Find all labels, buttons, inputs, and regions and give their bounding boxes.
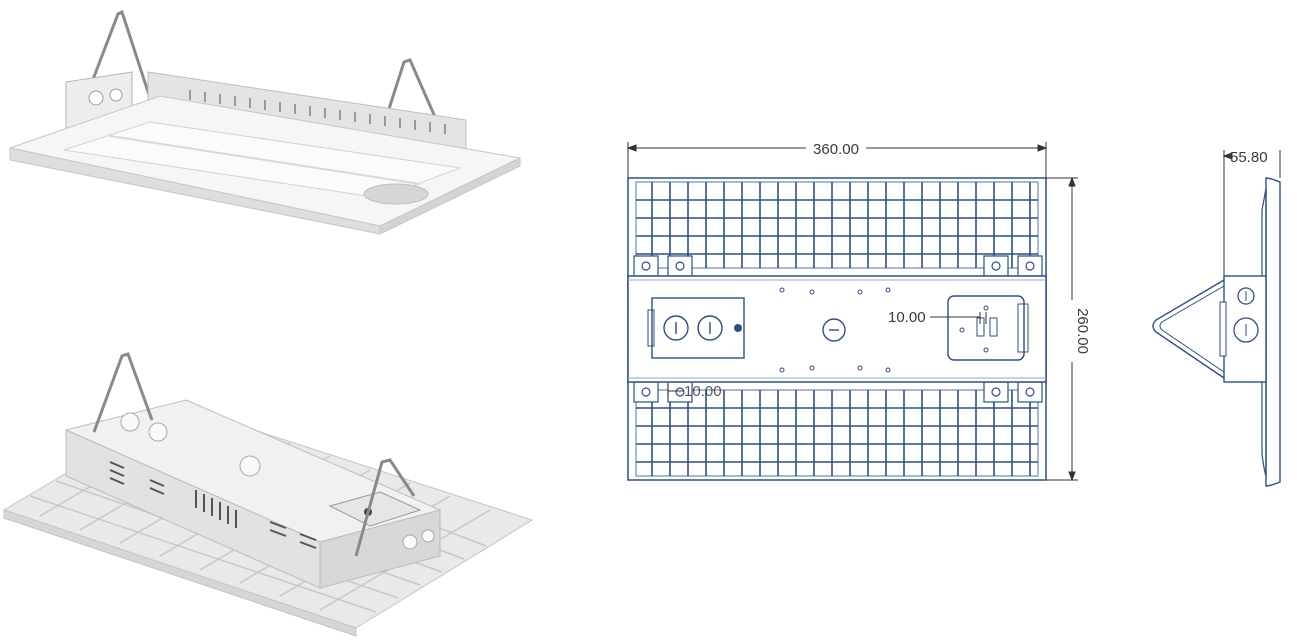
lens-profile	[1265, 177, 1281, 487]
dimension-height	[1046, 176, 1078, 482]
front-view-drawing: 360.00 260.00 10.00 10.00	[626, 141, 1091, 482]
dimension-depth	[1222, 150, 1281, 276]
knockout-icon	[421, 529, 435, 543]
knockout-icon	[148, 422, 168, 442]
junction-cover-right	[947, 295, 1025, 361]
side-view-drawing: 55.80	[1152, 149, 1281, 487]
heatsink-fins	[189, 90, 446, 134]
height-dimension-label: 260.00	[1074, 308, 1091, 354]
mounting-feet	[633, 255, 1043, 403]
depth-dimension-label: 55.80	[1230, 149, 1268, 166]
hanger-wire-left	[90, 9, 152, 99]
driver-housing-end	[319, 509, 441, 589]
vent-slots	[109, 461, 317, 549]
knockout-icon	[88, 90, 104, 106]
hanger-wire-right	[386, 58, 448, 143]
heatsink-plate-edge	[3, 509, 357, 637]
hanger-wire-right	[354, 458, 416, 557]
hanger-wire-left	[92, 352, 154, 433]
dimension-width	[626, 142, 1048, 178]
gap-dimension-label: 10.00	[888, 309, 926, 326]
heatsink-grid-top	[635, 181, 1039, 269]
product-render-bottom	[2, 352, 534, 637]
dimension-offset	[667, 384, 684, 398]
knockout-icon	[402, 534, 418, 550]
terminal-block	[989, 317, 998, 337]
hanger-wire-profile	[1152, 279, 1225, 379]
screw-icon	[734, 324, 742, 332]
junction-plate	[328, 491, 422, 527]
sensor-icon	[363, 183, 429, 205]
dimension-gap	[930, 312, 987, 324]
heatsink-grid-bottom	[635, 389, 1039, 477]
lens-panel-edge	[379, 157, 521, 235]
width-dimension-label: 360.00	[813, 141, 859, 158]
knockout-icon	[120, 412, 140, 432]
knockout-icon	[109, 88, 123, 102]
product-render-top	[8, 9, 522, 235]
offset-dimension-label: 10.00	[684, 383, 722, 400]
knockout-icon	[239, 455, 261, 477]
